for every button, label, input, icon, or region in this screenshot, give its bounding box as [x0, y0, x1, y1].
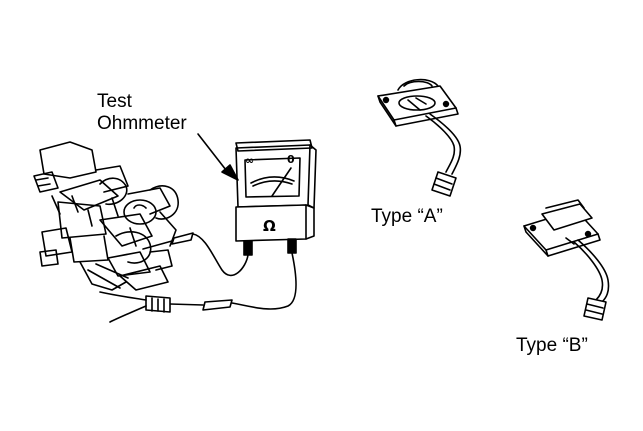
label-test: Test — [97, 91, 132, 112]
label-type-a: Type “A” — [371, 206, 443, 227]
carburetor-assembly — [33, 141, 179, 291]
sensor-type-a — [377, 78, 462, 197]
meter-scale-infinity: ∞ — [245, 154, 255, 167]
pointer-arrow — [197, 133, 239, 181]
label-ohmmeter: Ohmmeter — [97, 113, 187, 134]
sensor-type-b — [523, 199, 610, 321]
ohm-symbol: Ω — [263, 217, 276, 235]
ohmmeter — [235, 139, 317, 256]
label-type-b: Type “B” — [516, 335, 588, 356]
meter-scale-zero: 0 — [287, 153, 295, 166]
test-leads — [99, 232, 297, 323]
